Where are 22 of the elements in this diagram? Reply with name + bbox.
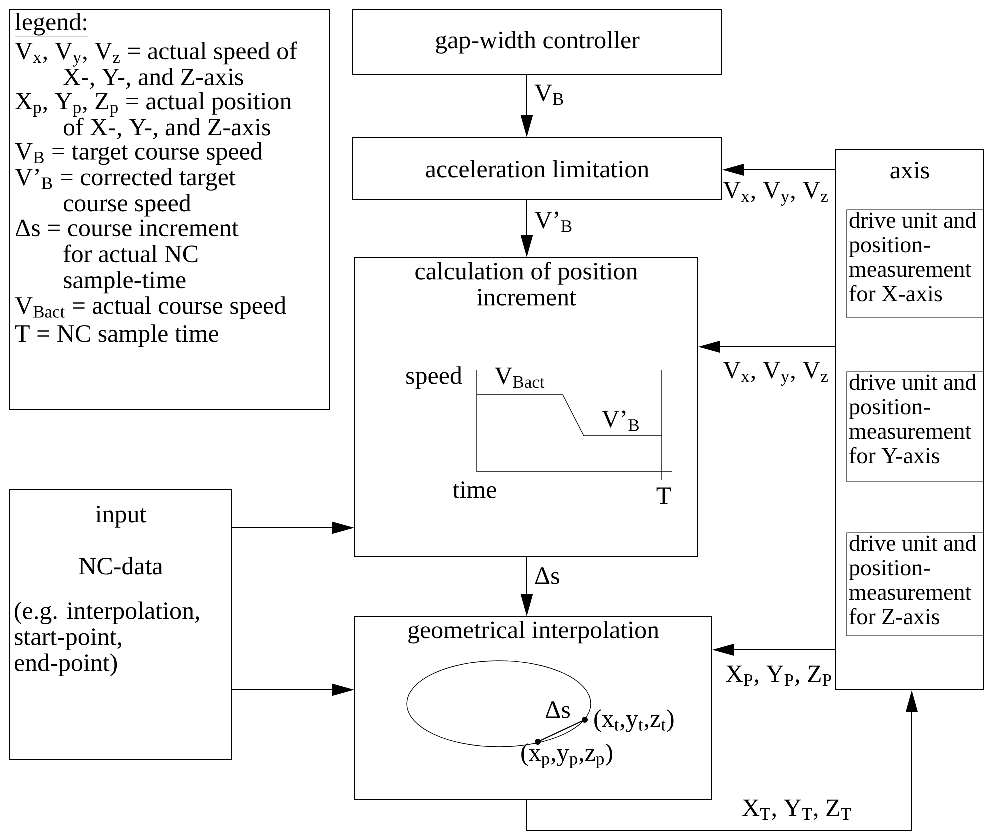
curve-label: V$_{Bact}$ xyxy=(494,368,545,388)
edge-label: V$_{x}$, V$_{y}$, V$_{z}$ xyxy=(722,361,830,387)
edge-label: V$_{B}$ xyxy=(534,84,566,106)
edge-label: X$_{T}$, Y$_{T}$, Z$_{T}$ xyxy=(741,798,853,822)
axis-label: time xyxy=(453,482,496,498)
legend-box: legend: V$_{x}$, V$_{y}$, V$_{z}$ = actual speed of X-, Y-, and Z-axis X$_{p}$, Y$_{p}$, Z$_{p}$ = actual position of X-, Y-, and Z-axis V$_{B}$ = target course speed V’$_{B}$ = corrected target course speed Δs = course increment for actual NC sample-time V$_{Bact}$ = actual course speed T = NC sample time xyxy=(10,10,330,410)
drive-unit-box: drive unit and position-measurement for Y-axis xyxy=(846,372,984,482)
axis-label: speed xyxy=(406,366,462,390)
process-box: acceleration limitation xyxy=(352,138,722,200)
input-box: input NC-data (e.g. interpolation, start-point, end-point) xyxy=(10,490,232,760)
point-label: (x$_{t}$,y$_{t}$,z$_{t}$) xyxy=(594,710,674,732)
point-label: (x$_{p}$,y$_{p}$,z$_{p}$) xyxy=(522,744,612,768)
drive-unit-box: drive unit and position-measurement for Z-axis xyxy=(846,532,984,636)
edge-label: V$_{x}$, V$_{y}$, V$_{z}$ xyxy=(722,181,830,207)
process-box: gap-width controller xyxy=(352,10,722,76)
edge-label: Δs xyxy=(534,566,562,586)
edge-label: X$_{P}$, Y$_{P}$, Z$_{P}$ xyxy=(724,664,834,688)
drive-unit-box: drive unit and position-measurement for X-axis xyxy=(846,210,984,318)
curve-label: V’$_{B}$ xyxy=(602,410,639,432)
chord-label: Δs xyxy=(546,702,570,718)
edge-label: V’$_{B}$ xyxy=(534,210,574,234)
axis-label: T xyxy=(656,488,672,504)
